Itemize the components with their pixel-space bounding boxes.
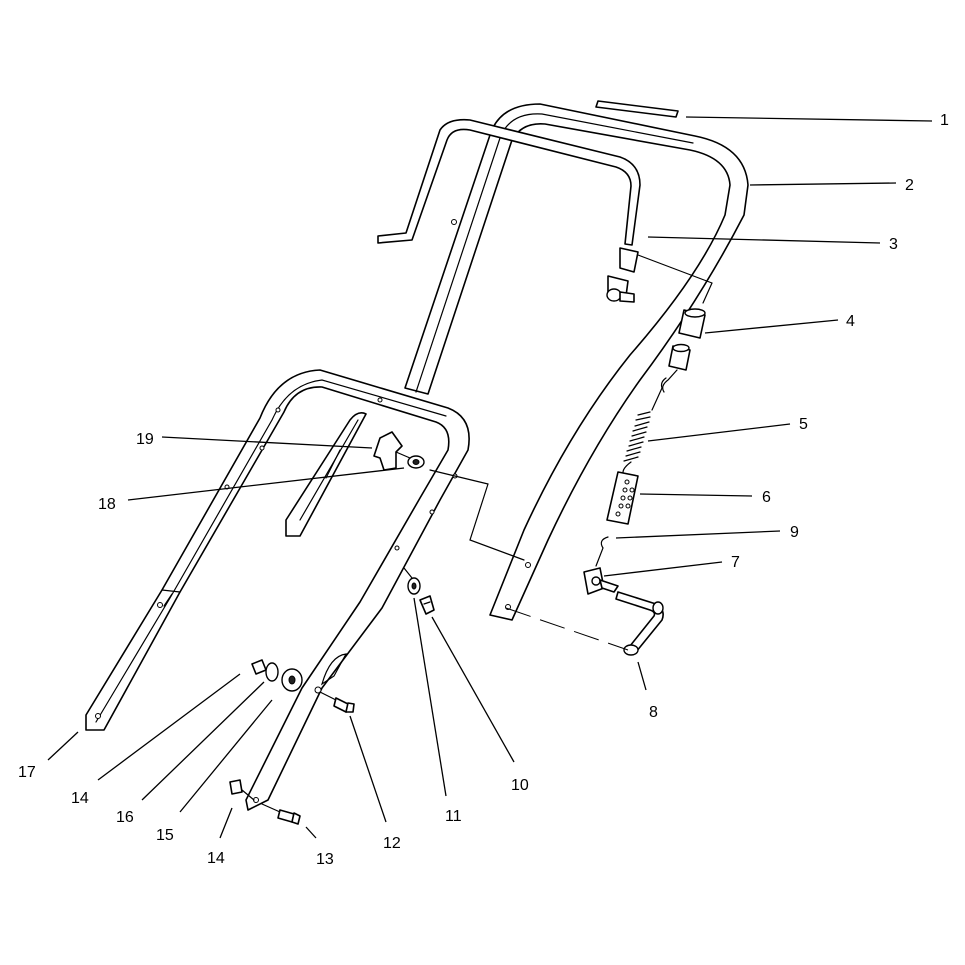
callout-15: 15 <box>156 827 174 844</box>
callout-labels: 1 2 3 4 5 6 7 8 9 10 11 12 13 14 14 15 1… <box>18 112 949 868</box>
callout-4: 4 <box>846 313 855 330</box>
callout-7: 7 <box>731 554 740 571</box>
cable-bracket <box>583 567 619 595</box>
lower-handle <box>85 369 470 811</box>
callout-9: 9 <box>790 524 799 541</box>
callout-16: 16 <box>116 809 134 826</box>
bolt-13 <box>261 803 301 825</box>
callout-6: 6 <box>762 489 771 506</box>
grip <box>595 100 679 118</box>
washer-18 <box>407 455 425 469</box>
callout-2: 2 <box>905 177 914 194</box>
callout-19: 19 <box>136 431 154 448</box>
bolt-12 <box>319 691 355 713</box>
callout-11: 11 <box>445 808 462 825</box>
knob-axis-return <box>469 483 525 561</box>
cable-sleeves <box>662 308 706 393</box>
callout-13: 13 <box>316 851 334 868</box>
washer-16 <box>265 662 279 682</box>
spacer-15 <box>281 668 303 692</box>
washer-11 <box>403 567 421 595</box>
callout-14-upper: 14 <box>71 790 89 807</box>
nut-14-upper <box>251 659 267 675</box>
handle-slot <box>285 412 367 537</box>
callout-8: 8 <box>649 704 658 721</box>
control-lever <box>505 591 664 656</box>
callout-3: 3 <box>889 236 898 253</box>
spring <box>622 377 667 477</box>
callout-14-lower: 14 <box>207 850 225 867</box>
callout-5: 5 <box>799 416 808 433</box>
nut-14-lower <box>229 779 255 801</box>
handle-knob <box>373 431 411 471</box>
cable-hook <box>595 536 609 567</box>
callout-10: 10 <box>511 777 529 794</box>
bail <box>377 118 713 304</box>
leader-lines <box>47 116 933 839</box>
knob-axis <box>429 469 489 485</box>
upper-handle <box>404 103 749 621</box>
nut-10 <box>419 595 435 615</box>
callout-18: 18 <box>98 496 116 513</box>
callout-1: 1 <box>940 112 949 129</box>
callout-12: 12 <box>383 835 401 852</box>
callout-17: 17 <box>18 764 36 781</box>
adjust-plate <box>606 471 639 525</box>
